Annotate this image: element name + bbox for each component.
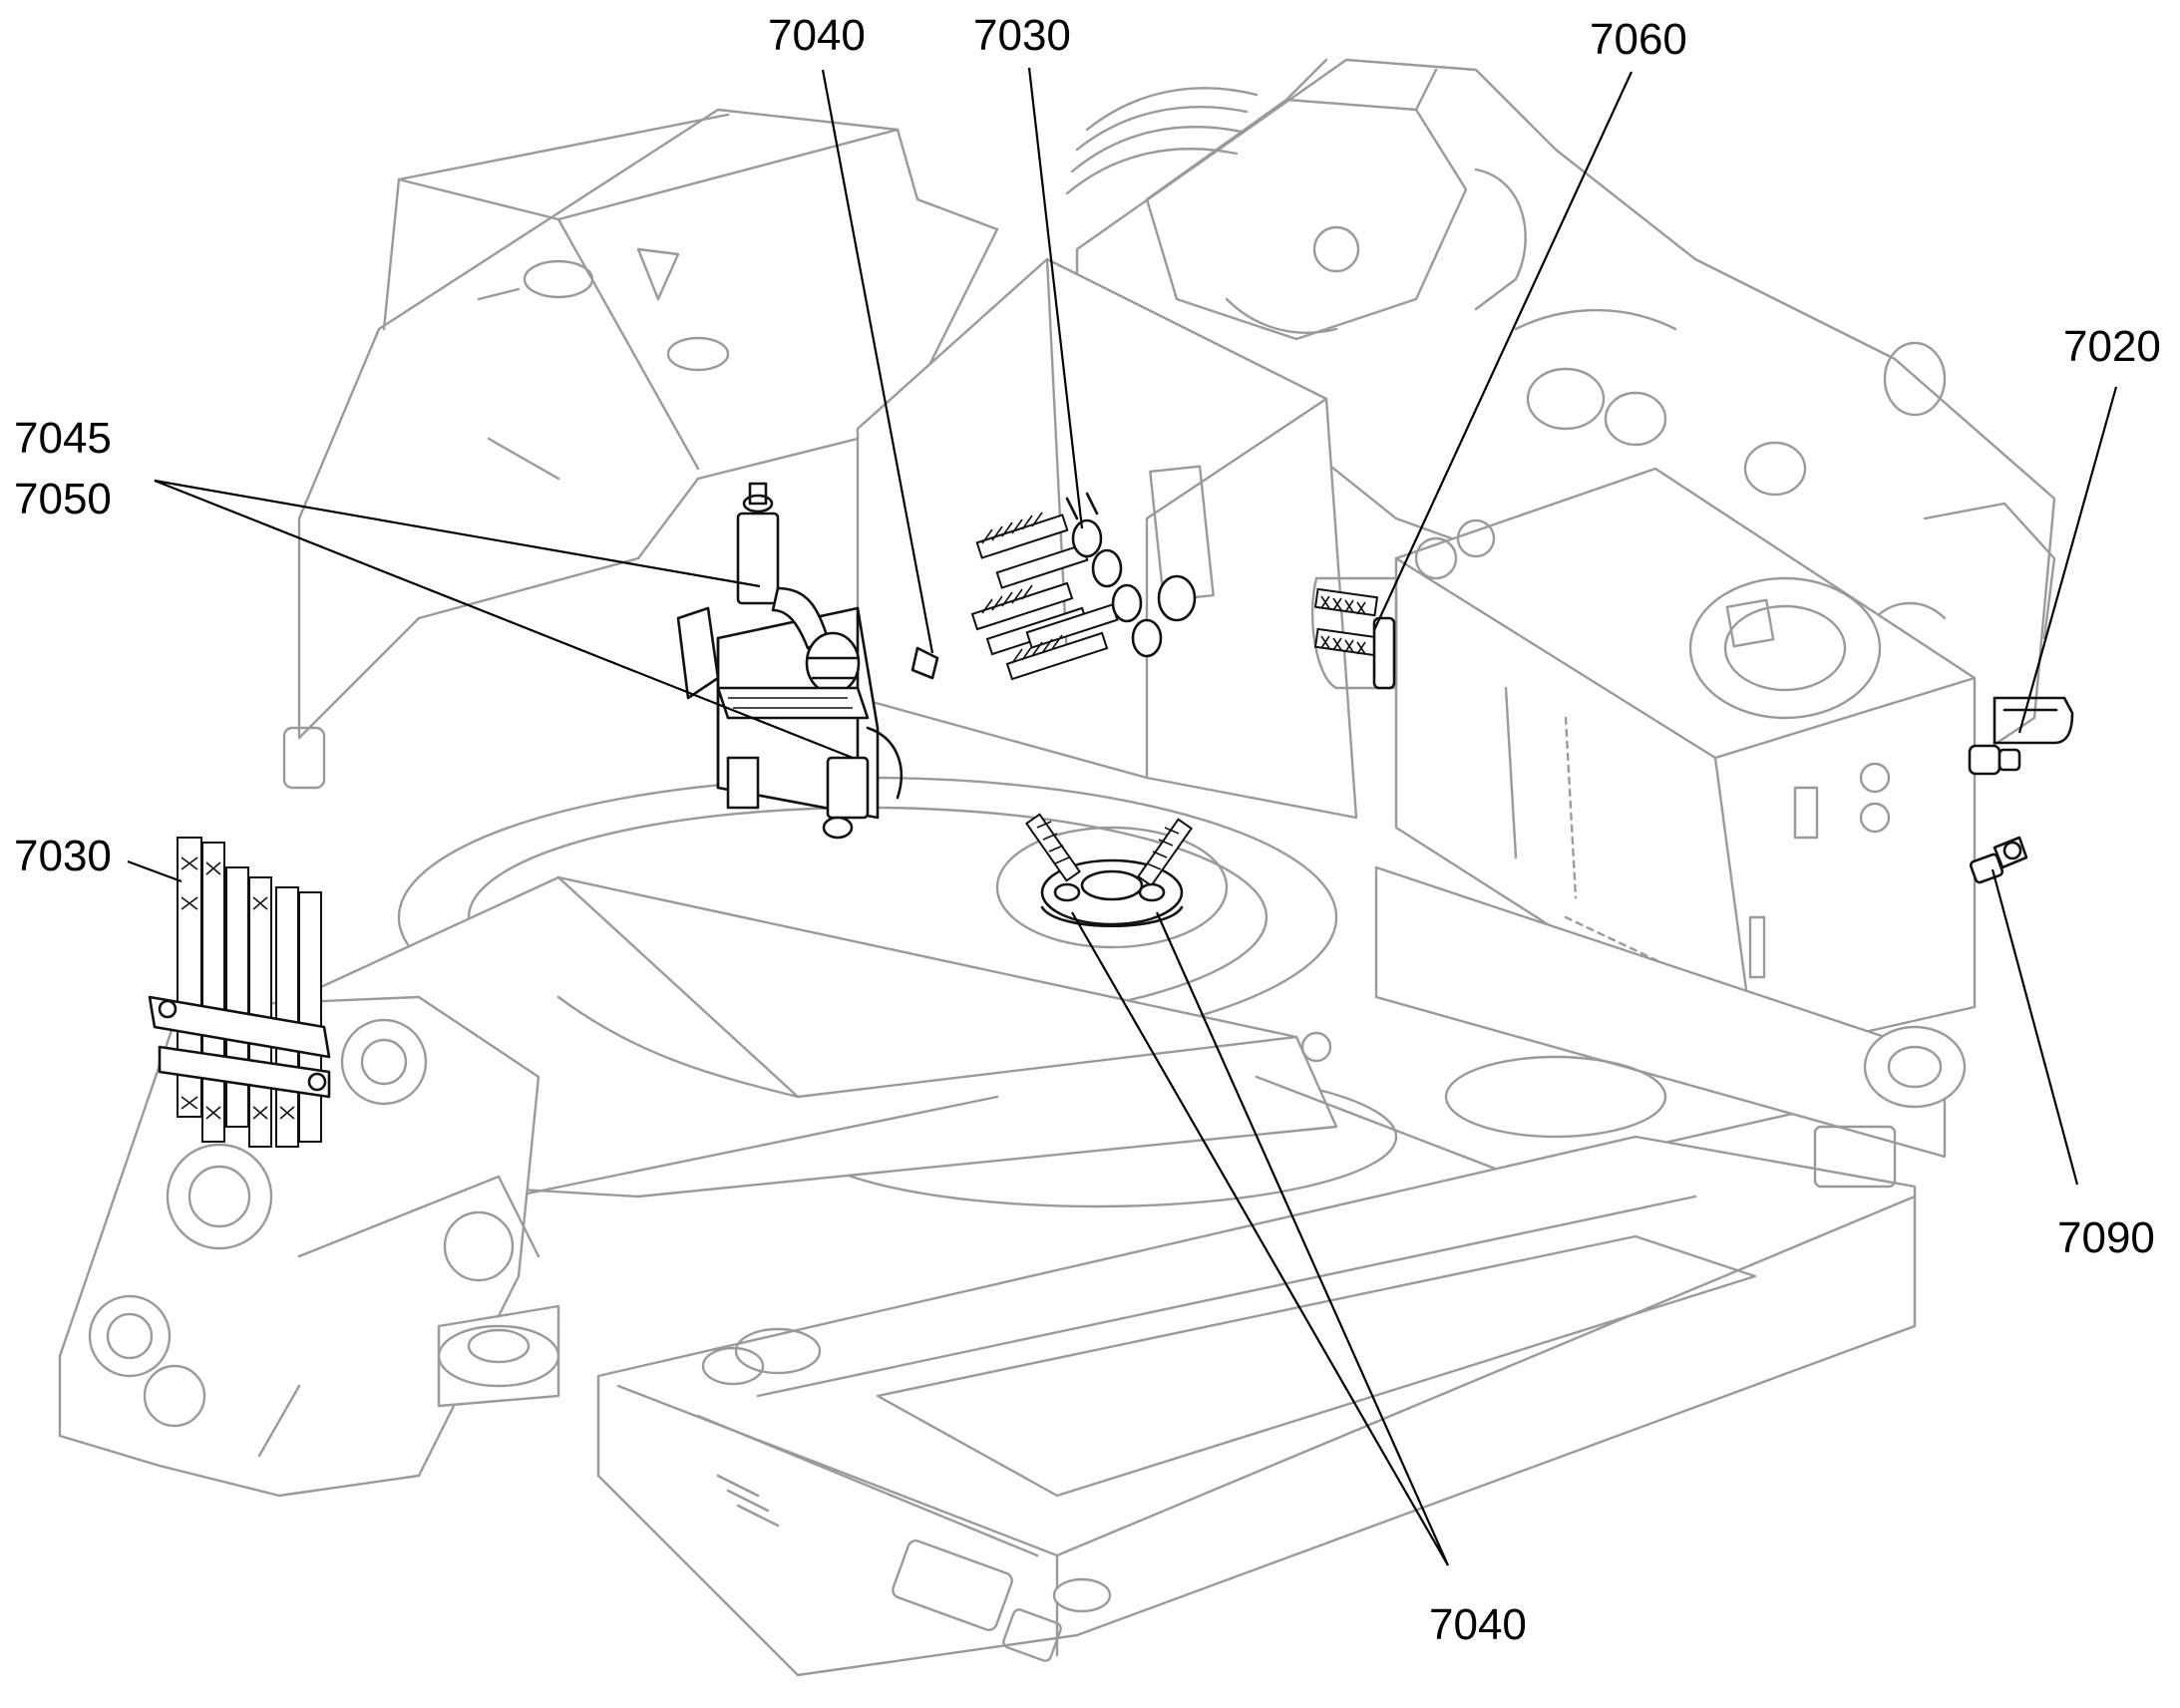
leader-7040-bottom-b <box>1155 911 1450 1566</box>
leader-7030-top <box>1027 67 1084 529</box>
pilot-valve-block <box>676 482 903 840</box>
leader-7090 <box>1991 868 2079 1186</box>
hose-fitting-7090 <box>1969 836 2028 884</box>
callout-7045: 7045 <box>14 414 112 463</box>
hose-bundle-7060 <box>1310 576 1398 690</box>
leader-7040-top <box>821 69 934 654</box>
leader-7045 <box>154 479 761 588</box>
leader-7020 <box>2017 386 2118 734</box>
callout-7040-bottom: 7040 <box>1429 1600 1527 1649</box>
leader-lines <box>127 67 2118 1566</box>
callout-7050: 7050 <box>14 475 112 523</box>
leader-7050 <box>154 479 854 760</box>
rotary-joint <box>995 813 1229 949</box>
callout-7020: 7020 <box>2063 322 2161 371</box>
tank-fitting-7020 <box>1968 696 2074 776</box>
callout-7090: 7090 <box>2057 1213 2155 1262</box>
leader-7060 <box>1373 71 1633 631</box>
leader-7030-left <box>127 859 182 883</box>
hose-bundle-left <box>148 837 331 1148</box>
callout-7030-left: 7030 <box>14 832 112 880</box>
machine-outline <box>58 58 2056 1677</box>
leader-7040-bottom-a <box>1071 911 1449 1566</box>
callout-7060: 7060 <box>1590 15 1687 64</box>
callout-7040-top: 7040 <box>768 11 866 60</box>
callout-7030-top: 7030 <box>973 11 1071 60</box>
callout-labels: 7040 7030 7060 7020 7045 7050 7030 7090 … <box>14 11 2161 1649</box>
hose-bundle-center <box>910 492 1197 681</box>
